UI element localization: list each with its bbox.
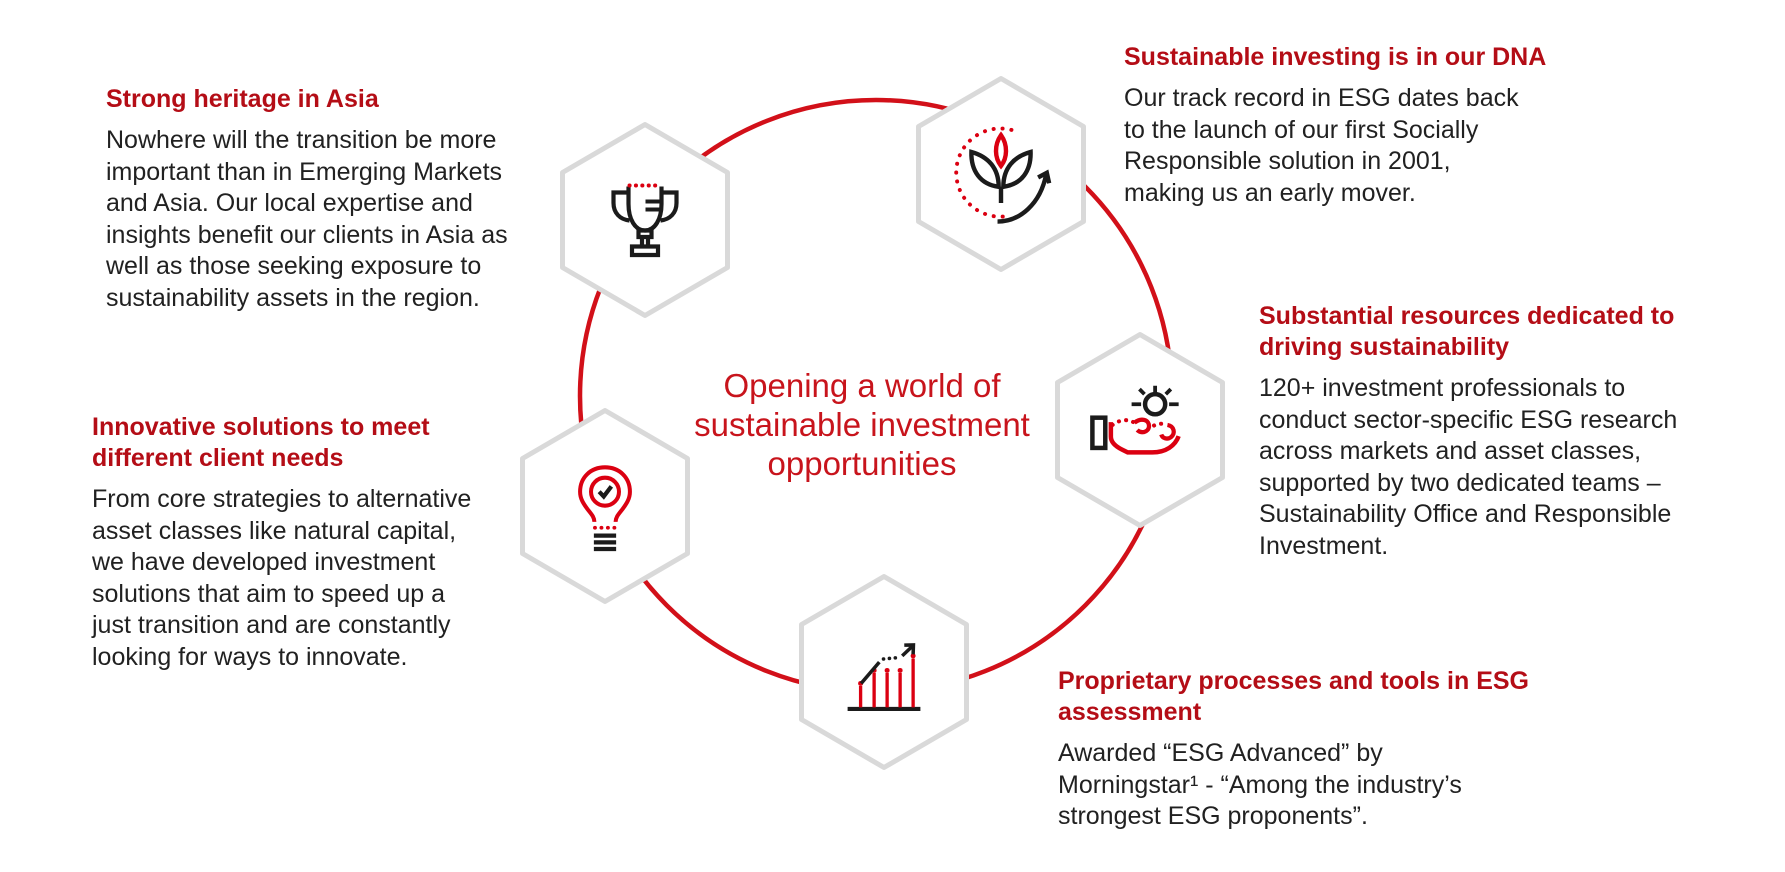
hexagon-outline — [799, 574, 969, 770]
section-sustainable-dna: Sustainable investing is in our DNA Our … — [1124, 42, 1546, 209]
section-strong-heritage: Strong heritage in Asia Nowhere will the… — [106, 84, 508, 314]
section-heading: Substantial resources dedicated to drivi… — [1259, 302, 1675, 361]
section-heading: Strong heritage in Asia — [106, 85, 379, 113]
hand-sun-icon — [1090, 385, 1181, 455]
section-body: Nowhere will the transition be more impo… — [106, 126, 508, 312]
lotus-sprout-icon — [954, 126, 1052, 224]
section-innovative-solutions: Innovative solutions to meet different c… — [92, 412, 471, 673]
hexagon-trophy — [559, 121, 731, 319]
section-substantial-resources: Substantial resources dedicated to drivi… — [1259, 301, 1677, 562]
bar-chart-arrow-icon — [847, 643, 921, 711]
section-heading: Innovative solutions to meet different c… — [92, 413, 430, 472]
hexagon-hand-sun — [1054, 331, 1226, 529]
section-body: Awarded “ESG Advanced” by Morningstar¹ -… — [1058, 739, 1462, 830]
section-proprietary-processes: Proprietary processes and tools in ESG a… — [1058, 666, 1529, 833]
hexagon-bar-chart — [798, 573, 970, 771]
hexagon-outline — [560, 122, 730, 318]
section-heading: Proprietary processes and tools in ESG a… — [1058, 667, 1529, 726]
section-body: Our track record in ESG dates back to th… — [1124, 84, 1519, 207]
hexagon-lotus — [915, 75, 1087, 273]
center-title: Opening a world of sustainable investmen… — [694, 367, 1030, 482]
section-heading: Sustainable investing is in our DNA — [1124, 43, 1547, 71]
section-body: 120+ investment professionals to conduct… — [1259, 374, 1678, 560]
lightbulb-check-icon — [578, 465, 632, 552]
trophy-icon — [611, 183, 679, 258]
hexagon-outline — [916, 76, 1086, 272]
section-body: From core strategies to alternative asse… — [92, 485, 472, 671]
hexagon-lightbulb — [519, 407, 691, 605]
